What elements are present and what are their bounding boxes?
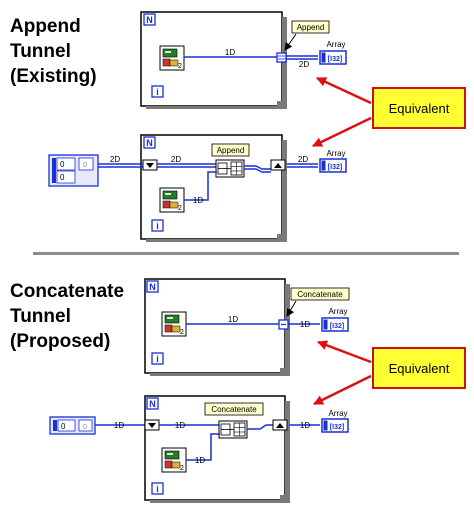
array-indicator[interactable]: [I32]: [319, 158, 347, 173]
array-index: 0: [83, 162, 87, 169]
subvi-badge: 2: [180, 465, 184, 472]
append-node-tag-label: Append: [217, 146, 245, 155]
append-tunnel-heading: Append Tunnel (Existing): [10, 14, 97, 89]
shift-register-right[interactable]: [272, 419, 288, 431]
wire-label-2d: 2D: [171, 155, 181, 164]
loop-count-terminal[interactable]: N: [143, 13, 156, 26]
append-tunnel[interactable]: [276, 52, 287, 63]
array-indicator[interactable]: [I32]: [319, 50, 347, 65]
loop-index-label: i: [156, 221, 159, 231]
loop-index-terminal[interactable]: i: [151, 482, 164, 495]
subvi-node[interactable]: 2: [161, 311, 187, 337]
heading-line: Append: [10, 16, 81, 37]
concatenate-tag: Concatenate: [290, 287, 350, 301]
subvi-node[interactable]: 2: [161, 447, 187, 473]
array-indicator[interactable]: [I32]: [321, 418, 349, 433]
shift-register-left[interactable]: [144, 419, 160, 431]
array-value: 0: [61, 422, 66, 431]
loop-index-terminal[interactable]: i: [151, 219, 164, 232]
loop-index-terminal[interactable]: i: [151, 352, 164, 365]
wire-label-1d: 1D: [195, 456, 205, 465]
heading-line: Tunnel: [10, 41, 71, 62]
pointer-arrow: [317, 340, 372, 364]
build-array-node[interactable]: [218, 420, 248, 439]
wire-label-1d: 1D: [300, 421, 310, 430]
pointer-arrow: [313, 374, 372, 406]
pointer-arrow: [312, 116, 372, 148]
concatenate-node-tag: Concatenate: [204, 402, 264, 416]
wire-label-1d: 1D: [225, 48, 235, 57]
wire-label-2d: 2D: [110, 155, 120, 164]
wire-label-1d: 1D: [193, 196, 203, 205]
append-tag: Append: [291, 20, 330, 34]
indicator-caption: Array: [326, 40, 345, 49]
loop-count-terminal[interactable]: N: [146, 397, 159, 410]
loop-index-terminal[interactable]: i: [151, 85, 164, 98]
wire-label-2d: 2D: [298, 155, 308, 164]
loop-count-label: N: [149, 399, 156, 409]
pointer-arrow: [316, 76, 372, 105]
equivalent-callout-top: Equivalent: [372, 87, 466, 129]
wire-label-1d: 1D: [175, 421, 185, 430]
loop-count-terminal[interactable]: N: [146, 280, 159, 293]
indicator-value: [I32]: [328, 56, 342, 63]
indicator-value: [I32]: [330, 424, 344, 431]
indicator-caption: Array: [326, 149, 345, 158]
shift-register-left[interactable]: [142, 159, 158, 171]
loop-count-label: N: [146, 15, 153, 25]
array-constant-1d[interactable]: 0 0: [49, 416, 96, 435]
loop-count-label: N: [146, 138, 153, 148]
wire-label-1d: 1D: [300, 320, 310, 329]
subvi-badge: 2: [180, 329, 184, 336]
loop-count-terminal[interactable]: N: [143, 136, 156, 149]
loop-index-label: i: [156, 354, 159, 364]
wire-label-2d: 2D: [299, 60, 309, 69]
subvi-node[interactable]: 2: [159, 45, 185, 71]
loop-index-label: i: [156, 87, 159, 97]
array-indicator[interactable]: [I32]: [321, 317, 349, 332]
loop-2-build-array: N i 0 0 0 2D 2D 2 1D: [48, 134, 347, 242]
shift-register-right[interactable]: [270, 159, 286, 171]
equivalent-callout-bottom: Equivalent: [372, 347, 466, 389]
indicator-value: [I32]: [328, 164, 342, 171]
array-value: 0: [60, 173, 65, 182]
build-array-node[interactable]: [215, 159, 245, 178]
indicator-caption: Array: [328, 307, 347, 316]
append-node-tag: Append: [211, 143, 250, 157]
append-tag-label: Append: [297, 23, 325, 32]
subvi-badge: 2: [178, 63, 182, 70]
concatenate-tunnel-heading: Concatenate Tunnel (Proposed): [10, 279, 124, 354]
indicator-value: [I32]: [330, 323, 344, 330]
loop-index-label: i: [156, 484, 159, 494]
wire-label-1d: 1D: [114, 421, 124, 430]
section-divider: [33, 252, 459, 255]
array-constant-2d[interactable]: 0 0 0: [48, 154, 99, 187]
loop-count-label: N: [149, 282, 156, 292]
loop-4-build-array-concatenate: N i 0 0 1D 1D 2 1D 1D Con: [49, 395, 349, 503]
subvi-badge: 2: [178, 205, 182, 212]
indicator-caption: Array: [328, 409, 347, 418]
wire-label-1d: 1D: [228, 315, 238, 324]
subvi-node[interactable]: 2: [159, 187, 185, 213]
array-value: 0: [60, 160, 65, 169]
heading-line: (Proposed): [10, 331, 111, 352]
concatenate-node-tag-label: Concatenate: [211, 405, 257, 414]
heading-line: Tunnel: [10, 306, 71, 327]
loop-1-append-tunnel: N i 2 1D 2D Append Array [I32]: [140, 11, 347, 109]
heading-line: (Existing): [10, 66, 97, 87]
heading-line: Concatenate: [10, 281, 125, 302]
array-index: 0: [83, 424, 87, 431]
concatenate-tag-label: Concatenate: [297, 290, 343, 299]
loop-3-concatenate-tunnel: N i 2 1D 1D Concatenate Array [I32]: [144, 278, 350, 376]
